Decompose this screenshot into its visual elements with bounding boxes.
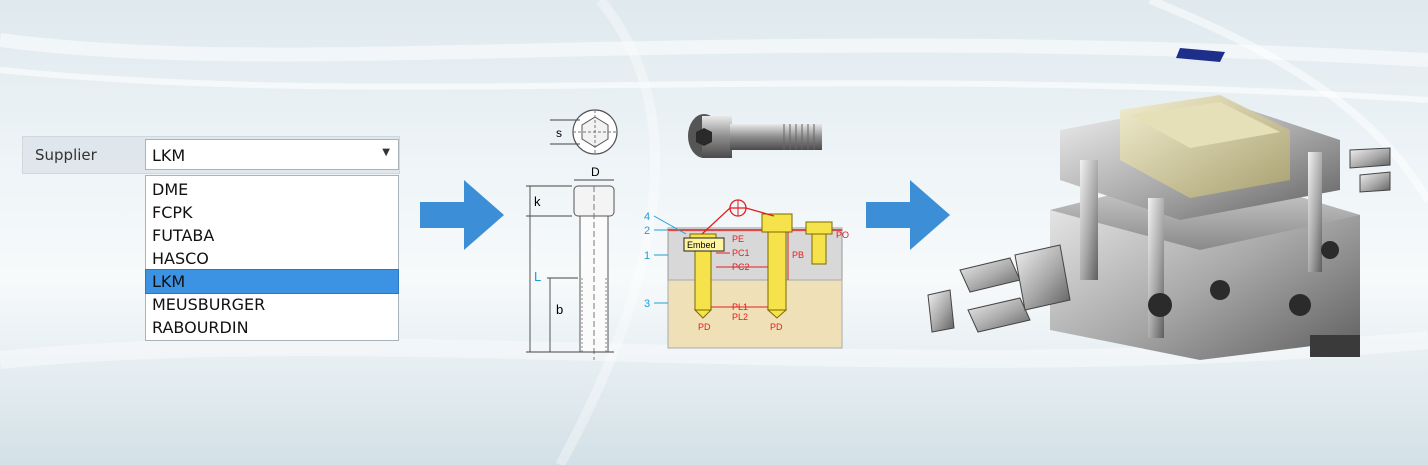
supplier-combobox[interactable]: LKM ▼ (145, 139, 399, 170)
supplier-selected-value: LKM (152, 146, 186, 165)
chevron-down-icon[interactable]: ▼ (382, 147, 390, 158)
supplier-option-rabourdin[interactable]: RABOURDIN (152, 318, 249, 337)
screw-3d-image (688, 114, 822, 158)
supplier-option-dme[interactable]: DME (152, 180, 189, 199)
pe-label: PE (732, 234, 744, 244)
layer-1: 1 (644, 250, 650, 262)
supplier-label: Supplier (35, 146, 97, 164)
pl2-label: PL2 (732, 312, 748, 322)
po-label: PO (836, 230, 849, 240)
pd-label-1: PD (698, 322, 711, 332)
supplier-options-list[interactable]: DME FCPK FUTABA HASCO LKM MEUSBURGER RAB… (145, 175, 399, 341)
supplier-option-lkm[interactable]: LKM (145, 269, 399, 294)
arrow-right-icon (420, 180, 504, 250)
layer-4: 4 (644, 211, 650, 223)
supplier-option-fcpk[interactable]: FCPK (152, 203, 193, 222)
layer-3: 3 (644, 298, 650, 310)
embed-label: Embed (687, 240, 716, 250)
supplier-option-futaba[interactable]: FUTABA (152, 226, 215, 245)
pc1-label: PC1 (732, 248, 750, 258)
dim-d: D (591, 165, 600, 179)
dim-k: k (534, 194, 541, 209)
dim-l: L (534, 269, 541, 284)
supplier-option-meusburger[interactable]: MEUSBURGER (152, 295, 266, 314)
layer-2: 2 (644, 225, 650, 237)
dim-b: b (556, 302, 563, 317)
supplier-option-hasco[interactable]: HASCO (152, 249, 209, 268)
pd-label-2: PD (770, 322, 783, 332)
pb-label: PB (792, 250, 804, 260)
dim-s: s (556, 126, 562, 140)
plate-layout-drawing: 4 2 1 3 Embed PE PC1 PC2 PB PO PL1 PL2 P… (644, 199, 849, 349)
arrow-right-icon (866, 180, 950, 250)
screw-dimension-drawing: s D k L b (526, 109, 618, 360)
mold-assembly-image (927, 48, 1391, 360)
